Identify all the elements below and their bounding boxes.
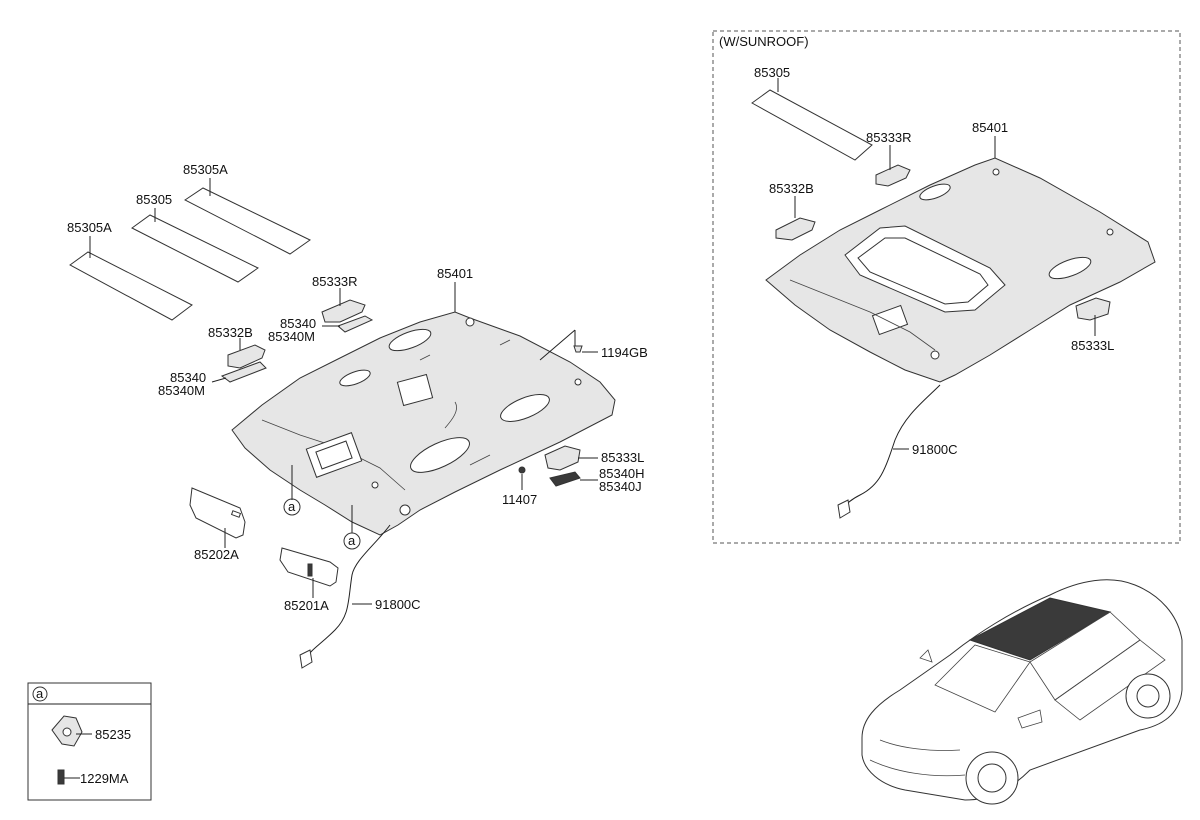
- inset-label-1229MA: 1229MA: [80, 771, 129, 786]
- label-85333R: 85333R: [312, 274, 358, 289]
- clip-11407: [518, 466, 526, 474]
- sr-bracket-85333L: [1075, 297, 1111, 321]
- harness-91800C: [304, 524, 391, 661]
- label-85333L: 85333L: [601, 450, 644, 465]
- callout-a-2: a: [348, 533, 356, 548]
- screw-1229MA: [57, 769, 65, 785]
- car-illustration: [861, 579, 1183, 805]
- pad-85305A-left: [69, 251, 193, 321]
- inset-a: a 85235 1229MA: [27, 682, 152, 801]
- label-11407: 11407: [502, 492, 537, 507]
- label-85340M-top: 85340M: [268, 329, 315, 344]
- label-85401: 85401: [437, 266, 473, 281]
- headliner-85401: [231, 311, 616, 536]
- label-85340J: 85340J: [599, 479, 642, 494]
- car-body: [861, 579, 1183, 801]
- label-85305A-left: 85305A: [67, 220, 112, 235]
- inset-label-85235: 85235: [95, 727, 131, 742]
- sunvisor-85202A: [189, 487, 246, 539]
- label-1194GB: 1194GB: [601, 345, 648, 360]
- clip-1194GB: [573, 345, 583, 353]
- label-91800C: 91800C: [375, 597, 421, 612]
- sunroof-variant: (W/SUNROOF) 85305 85333R 85401 85332B 85…: [712, 30, 1181, 544]
- sr-label-85333R: 85333R: [866, 130, 912, 145]
- handle-85340-left: [220, 361, 267, 383]
- pad-85305: [131, 214, 259, 283]
- sr-bracket-85333R: [875, 164, 911, 187]
- label-85340-left: 85340: [170, 370, 206, 385]
- sunroof-title: (W/SUNROOF): [719, 34, 809, 49]
- bracket-85333R: [321, 299, 366, 323]
- inset-frame: [27, 682, 152, 801]
- sr-label-85333L: 85333L: [1071, 338, 1114, 353]
- sr-label-85401: 85401: [972, 120, 1008, 135]
- label-85340M-left: 85340M: [158, 383, 205, 398]
- inset-header: a: [36, 686, 44, 701]
- sr-label-85305: 85305: [754, 65, 790, 80]
- callout-a-1: a: [288, 499, 296, 514]
- sr-pad-85305: [751, 89, 873, 161]
- label-85332B: 85332B: [208, 325, 253, 340]
- label-85202A: 85202A: [194, 547, 239, 562]
- sr-harness-91800C: [841, 384, 941, 511]
- sr-bracket-85332B: [775, 217, 816, 241]
- sr-label-91800C: 91800C: [912, 442, 958, 457]
- label-85340-top: 85340: [280, 316, 316, 331]
- bracket-85333L: [544, 445, 581, 471]
- label-85340H: 85340H: [599, 466, 645, 481]
- label-85305A-top: 85305A: [183, 162, 228, 177]
- handle-85340HJ: [549, 471, 581, 487]
- pad-85305A-top: [184, 187, 311, 255]
- bracket-85332B: [227, 344, 266, 369]
- handle-85340-top: [337, 315, 374, 333]
- label-85201A: 85201A: [284, 598, 329, 613]
- sunroof-frame: [712, 30, 1181, 544]
- main-assembly: 85305A 85305 85305A 85333R 85340 85340M …: [67, 162, 648, 669]
- sr-label-85332B: 85332B: [769, 181, 814, 196]
- label-85305: 85305: [136, 192, 172, 207]
